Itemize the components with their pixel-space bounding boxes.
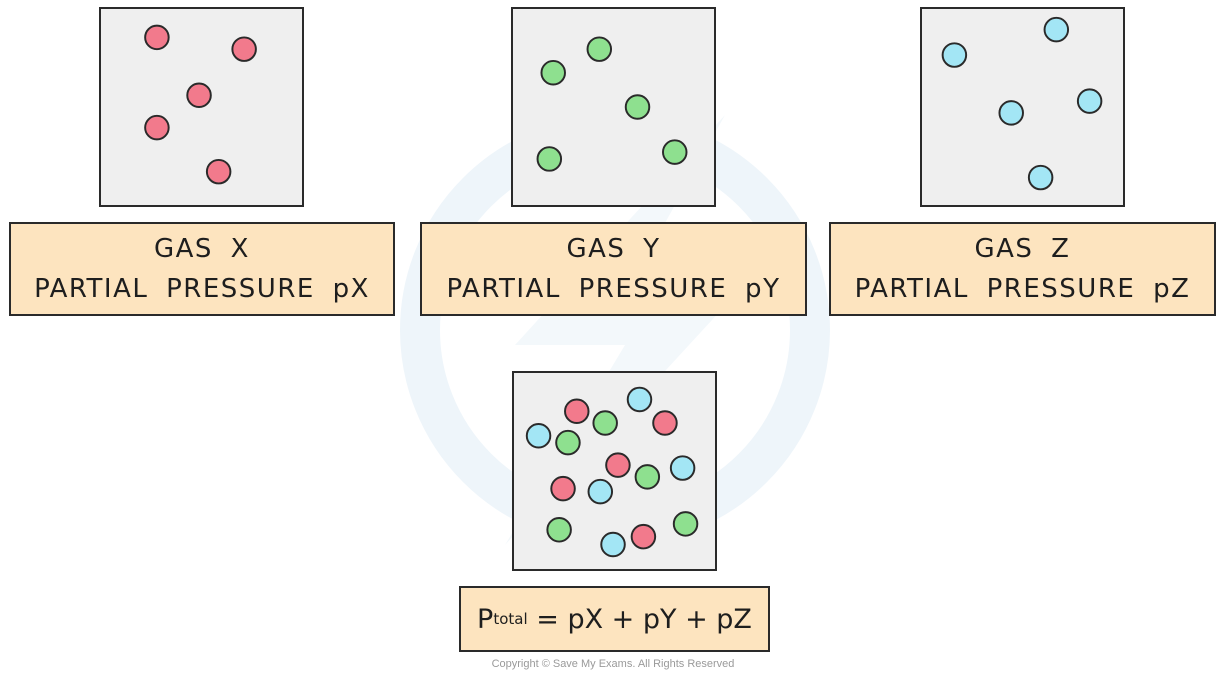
gas-x-particle [231, 36, 257, 62]
gas-mixture-particle [555, 429, 581, 456]
gas-mixture-particle [669, 455, 696, 481]
gas-z-particle [941, 42, 968, 68]
gas-x-label: GAS X PARTIAL PRESSURE pX [9, 222, 395, 316]
gas-mixture-container [512, 371, 717, 571]
gas-z-particle [1043, 16, 1070, 43]
gas-x-name: GAS X [153, 234, 250, 264]
gas-z-particles [941, 16, 1103, 191]
gas-y-label: GAS Y PARTIAL PRESSURE pY [420, 222, 807, 316]
gas-mixture-particle [550, 475, 576, 502]
gas-mixture-particle [626, 386, 653, 413]
gas-x-particles [144, 24, 257, 185]
gas-y-particle [586, 36, 613, 62]
gas-y-pressure: PARTIAL PRESSURE pY [446, 274, 781, 304]
gas-x-particle [144, 114, 170, 141]
gas-y-particle [540, 59, 566, 86]
gas-mixture-particle [600, 531, 626, 558]
gas-x-particle [205, 158, 232, 185]
gas-z-name: GAS Z [974, 234, 1071, 264]
gas-mixture-particles [525, 386, 699, 558]
gas-mixture-particle [634, 464, 661, 490]
gas-x-particle [144, 24, 170, 51]
gas-mixture-particle [652, 410, 678, 436]
gas-y-name: GAS Y [566, 234, 661, 264]
gas-x-pressure: PARTIAL PRESSURE pX [34, 274, 370, 304]
gas-mixture-particle [630, 523, 657, 550]
gas-z-pressure: PARTIAL PRESSURE pZ [854, 274, 1191, 304]
gas-x-container [99, 7, 304, 207]
copyright-notice: Copyright © Save My Exams. All Rights Re… [491, 658, 735, 670]
gas-mixture-particle [564, 398, 590, 424]
formula-sum: = pX + pY + pZ [527, 603, 752, 635]
gas-y-particle [662, 139, 688, 165]
gas-mixture-particle [525, 422, 552, 449]
formula-p: P [477, 603, 494, 635]
gas-mixture-particle [672, 511, 699, 537]
gas-mixture-particle [587, 478, 614, 505]
gas-y-particle [536, 146, 563, 172]
gas-x-particle [186, 82, 212, 108]
gas-mixture-particle [605, 452, 631, 478]
gas-mixture-particle [592, 410, 618, 436]
gas-z-particle [1076, 88, 1103, 114]
gas-z-particle [998, 100, 1024, 126]
gas-mixture-particle [546, 517, 572, 543]
gas-z-label: GAS Z PARTIAL PRESSURE pZ [829, 222, 1216, 316]
gas-z-container [920, 7, 1125, 207]
formula-subscript: total [493, 610, 528, 628]
gas-y-particles [536, 36, 688, 172]
gas-y-particle [624, 94, 651, 120]
gas-z-particle [1027, 164, 1054, 191]
gas-y-container [511, 7, 716, 207]
